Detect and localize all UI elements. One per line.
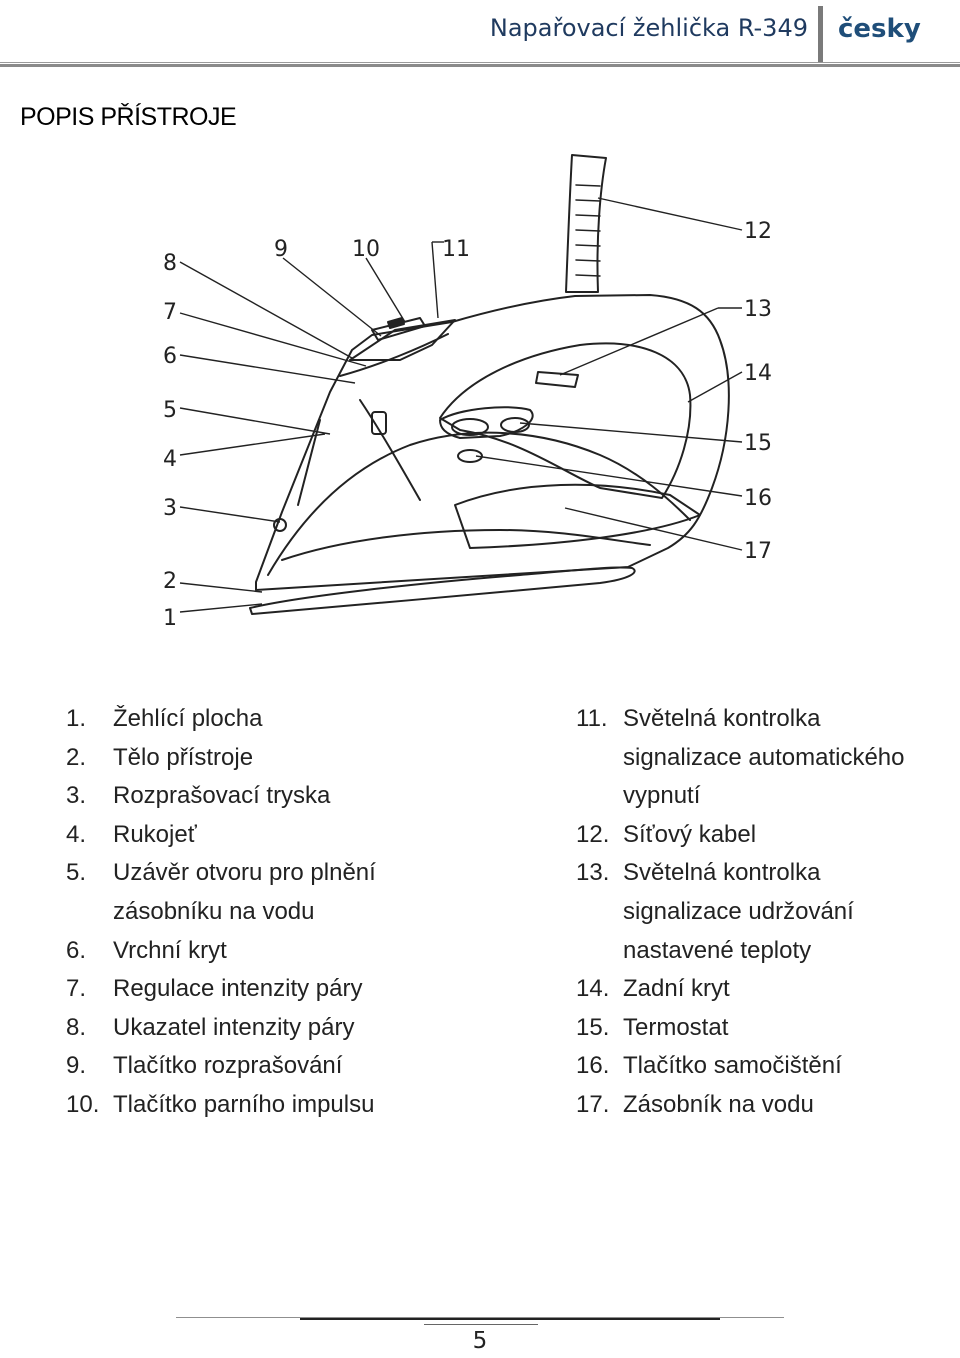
list-item: signalizace automatického	[576, 739, 956, 778]
callout-13: 13	[744, 297, 772, 322]
list-item-text: Rukojeť	[113, 820, 197, 848]
callout-6: 6	[163, 344, 177, 369]
list-item-number: 2.	[66, 743, 87, 771]
water-tank-outline	[454, 483, 701, 549]
list-item-text: Tlačítko parního impulsu	[113, 1090, 375, 1118]
list-item: 5. Uzávěr otvoru pro plnění	[66, 854, 466, 893]
document-title: Napařovací žehlička R-349	[489, 14, 808, 42]
list-item-text: Světelná kontrolka	[623, 705, 821, 732]
callout-9: 9	[274, 237, 288, 262]
list-item-number: 6.	[66, 936, 87, 964]
list-item-text: vypnutí	[623, 782, 701, 810]
list-item-number: 15.	[576, 1013, 610, 1041]
callout-labels: 1 2 3 4 5 6 7 8 9 10 11 12 13 14 15 16 1…	[163, 219, 772, 631]
list-item: zásobníku na vodu	[66, 893, 466, 932]
list-item-number: 14.	[576, 975, 610, 1003]
parts-list-right: 11. Světelná kontrolka signalizace automat…	[576, 700, 956, 1125]
list-item-text: Tlačítko rozprašování	[113, 1052, 343, 1080]
callout-12: 12	[744, 219, 772, 244]
list-item-text: Termostat	[623, 1013, 729, 1041]
footer-rule	[176, 1317, 784, 1318]
power-cord-outline	[565, 154, 607, 293]
list-item: 11. Světelná kontrolka	[576, 700, 956, 739]
list-item-number: 11.	[576, 705, 608, 732]
list-item: 8. Ukazatel intenzity páry	[66, 1009, 466, 1048]
soleplate-outline	[249, 566, 636, 615]
list-item: 14. Zadní kryt	[576, 970, 956, 1009]
list-item-number: 5.	[66, 859, 87, 887]
list-item-text: Uzávěr otvoru pro plnění	[113, 859, 376, 887]
footer-rule-short	[424, 1324, 538, 1325]
page-number: 5	[472, 1328, 488, 1354]
list-item: nastavené teploty	[576, 932, 956, 971]
list-item-number: 9.	[66, 1052, 87, 1080]
parts-list-left: 1. Žehlící plocha 2. Tělo přístroje 3. Rozpra…	[66, 700, 466, 1125]
list-item-text: signalizace udržování	[623, 897, 854, 925]
callout-4: 4	[163, 447, 177, 472]
list-item-text: Tlačítko samočištění	[623, 1052, 842, 1080]
list-item: 16. Tlačítko samočištění	[576, 1047, 956, 1086]
callout-14: 14	[744, 361, 772, 386]
header-divider	[818, 6, 823, 62]
list-item: signalizace udržování	[576, 893, 956, 932]
handle-opening	[439, 342, 692, 499]
list-item-text: Zásobník na vodu	[623, 1090, 814, 1118]
list-item: 12. Síťový kabel	[576, 816, 956, 855]
list-item-number: 7.	[66, 975, 87, 1003]
list-item-text: nastavené teploty	[623, 936, 812, 964]
list-item-text: signalizace automatického	[623, 743, 905, 771]
list-item: 15. Termostat	[576, 1009, 956, 1048]
callout-10: 10	[352, 237, 380, 262]
steam-iron-diagram: 1 2 3 4 5 6 7 8 9 10 11 12 13 14 15 16 1…	[163, 154, 772, 631]
header-rule	[0, 62, 960, 63]
list-item: 4. Rukojeť	[66, 816, 466, 855]
list-item: 9. Tlačítko rozprašování	[66, 1047, 466, 1086]
list-item-text: Regulace intenzity páry	[113, 975, 363, 1003]
callout-11: 11	[442, 237, 470, 262]
list-item-text: Tělo přístroje	[113, 743, 254, 771]
header-rule-thick	[0, 64, 960, 67]
list-item-text: Žehlící plocha	[113, 705, 263, 732]
list-item-text: zásobníku na vodu	[113, 897, 315, 925]
list-item-number: 16.	[576, 1052, 610, 1080]
list-item-number: 8.	[66, 1013, 87, 1041]
callout-5: 5	[163, 398, 177, 423]
section-title: POPIS PŘÍSTROJE	[20, 103, 237, 131]
callout-2: 2	[163, 569, 177, 594]
language-label: česky	[838, 14, 921, 44]
list-item-text: Síťový kabel	[623, 820, 757, 848]
footer-rule-thick	[300, 1318, 720, 1320]
callout-17: 17	[744, 539, 772, 564]
list-item: 13. Světelná kontrolka	[576, 854, 956, 893]
list-item-number: 13.	[576, 859, 610, 887]
callout-3: 3	[163, 496, 177, 521]
list-item-number: 3.	[66, 782, 87, 810]
list-item-text: Rozprašovací tryska	[113, 782, 331, 810]
list-item-number: 1.	[66, 705, 87, 732]
list-item-text: Ukazatel intenzity páry	[113, 1013, 355, 1041]
list-item-text: Světelná kontrolka	[623, 859, 821, 887]
iron-body-outline	[255, 294, 730, 591]
callout-1: 1	[163, 606, 177, 631]
list-item: 2. Tělo přístroje	[66, 739, 466, 778]
list-item: 7. Regulace intenzity páry	[66, 970, 466, 1009]
list-item-text: Zadní kryt	[623, 975, 730, 1003]
callout-15: 15	[744, 431, 772, 456]
list-item: 10. Tlačítko parního impulsu	[66, 1086, 466, 1125]
list-item: 1. Žehlící plocha	[66, 700, 466, 739]
list-item: 17. Zásobník na vodu	[576, 1086, 956, 1125]
list-item: 6. Vrchní kryt	[66, 932, 466, 971]
list-item-number: 4.	[66, 820, 87, 848]
list-item-number: 17.	[576, 1090, 610, 1118]
callout-8: 8	[163, 251, 177, 276]
list-item-number: 10.	[66, 1090, 100, 1118]
list-item: 3. Rozprašovací tryska	[66, 777, 466, 816]
list-item-number: 12.	[576, 820, 610, 848]
callout-16: 16	[744, 486, 772, 511]
callout-7: 7	[163, 300, 177, 325]
list-item: vypnutí	[576, 777, 956, 816]
list-item-text: Vrchní kryt	[113, 936, 227, 964]
